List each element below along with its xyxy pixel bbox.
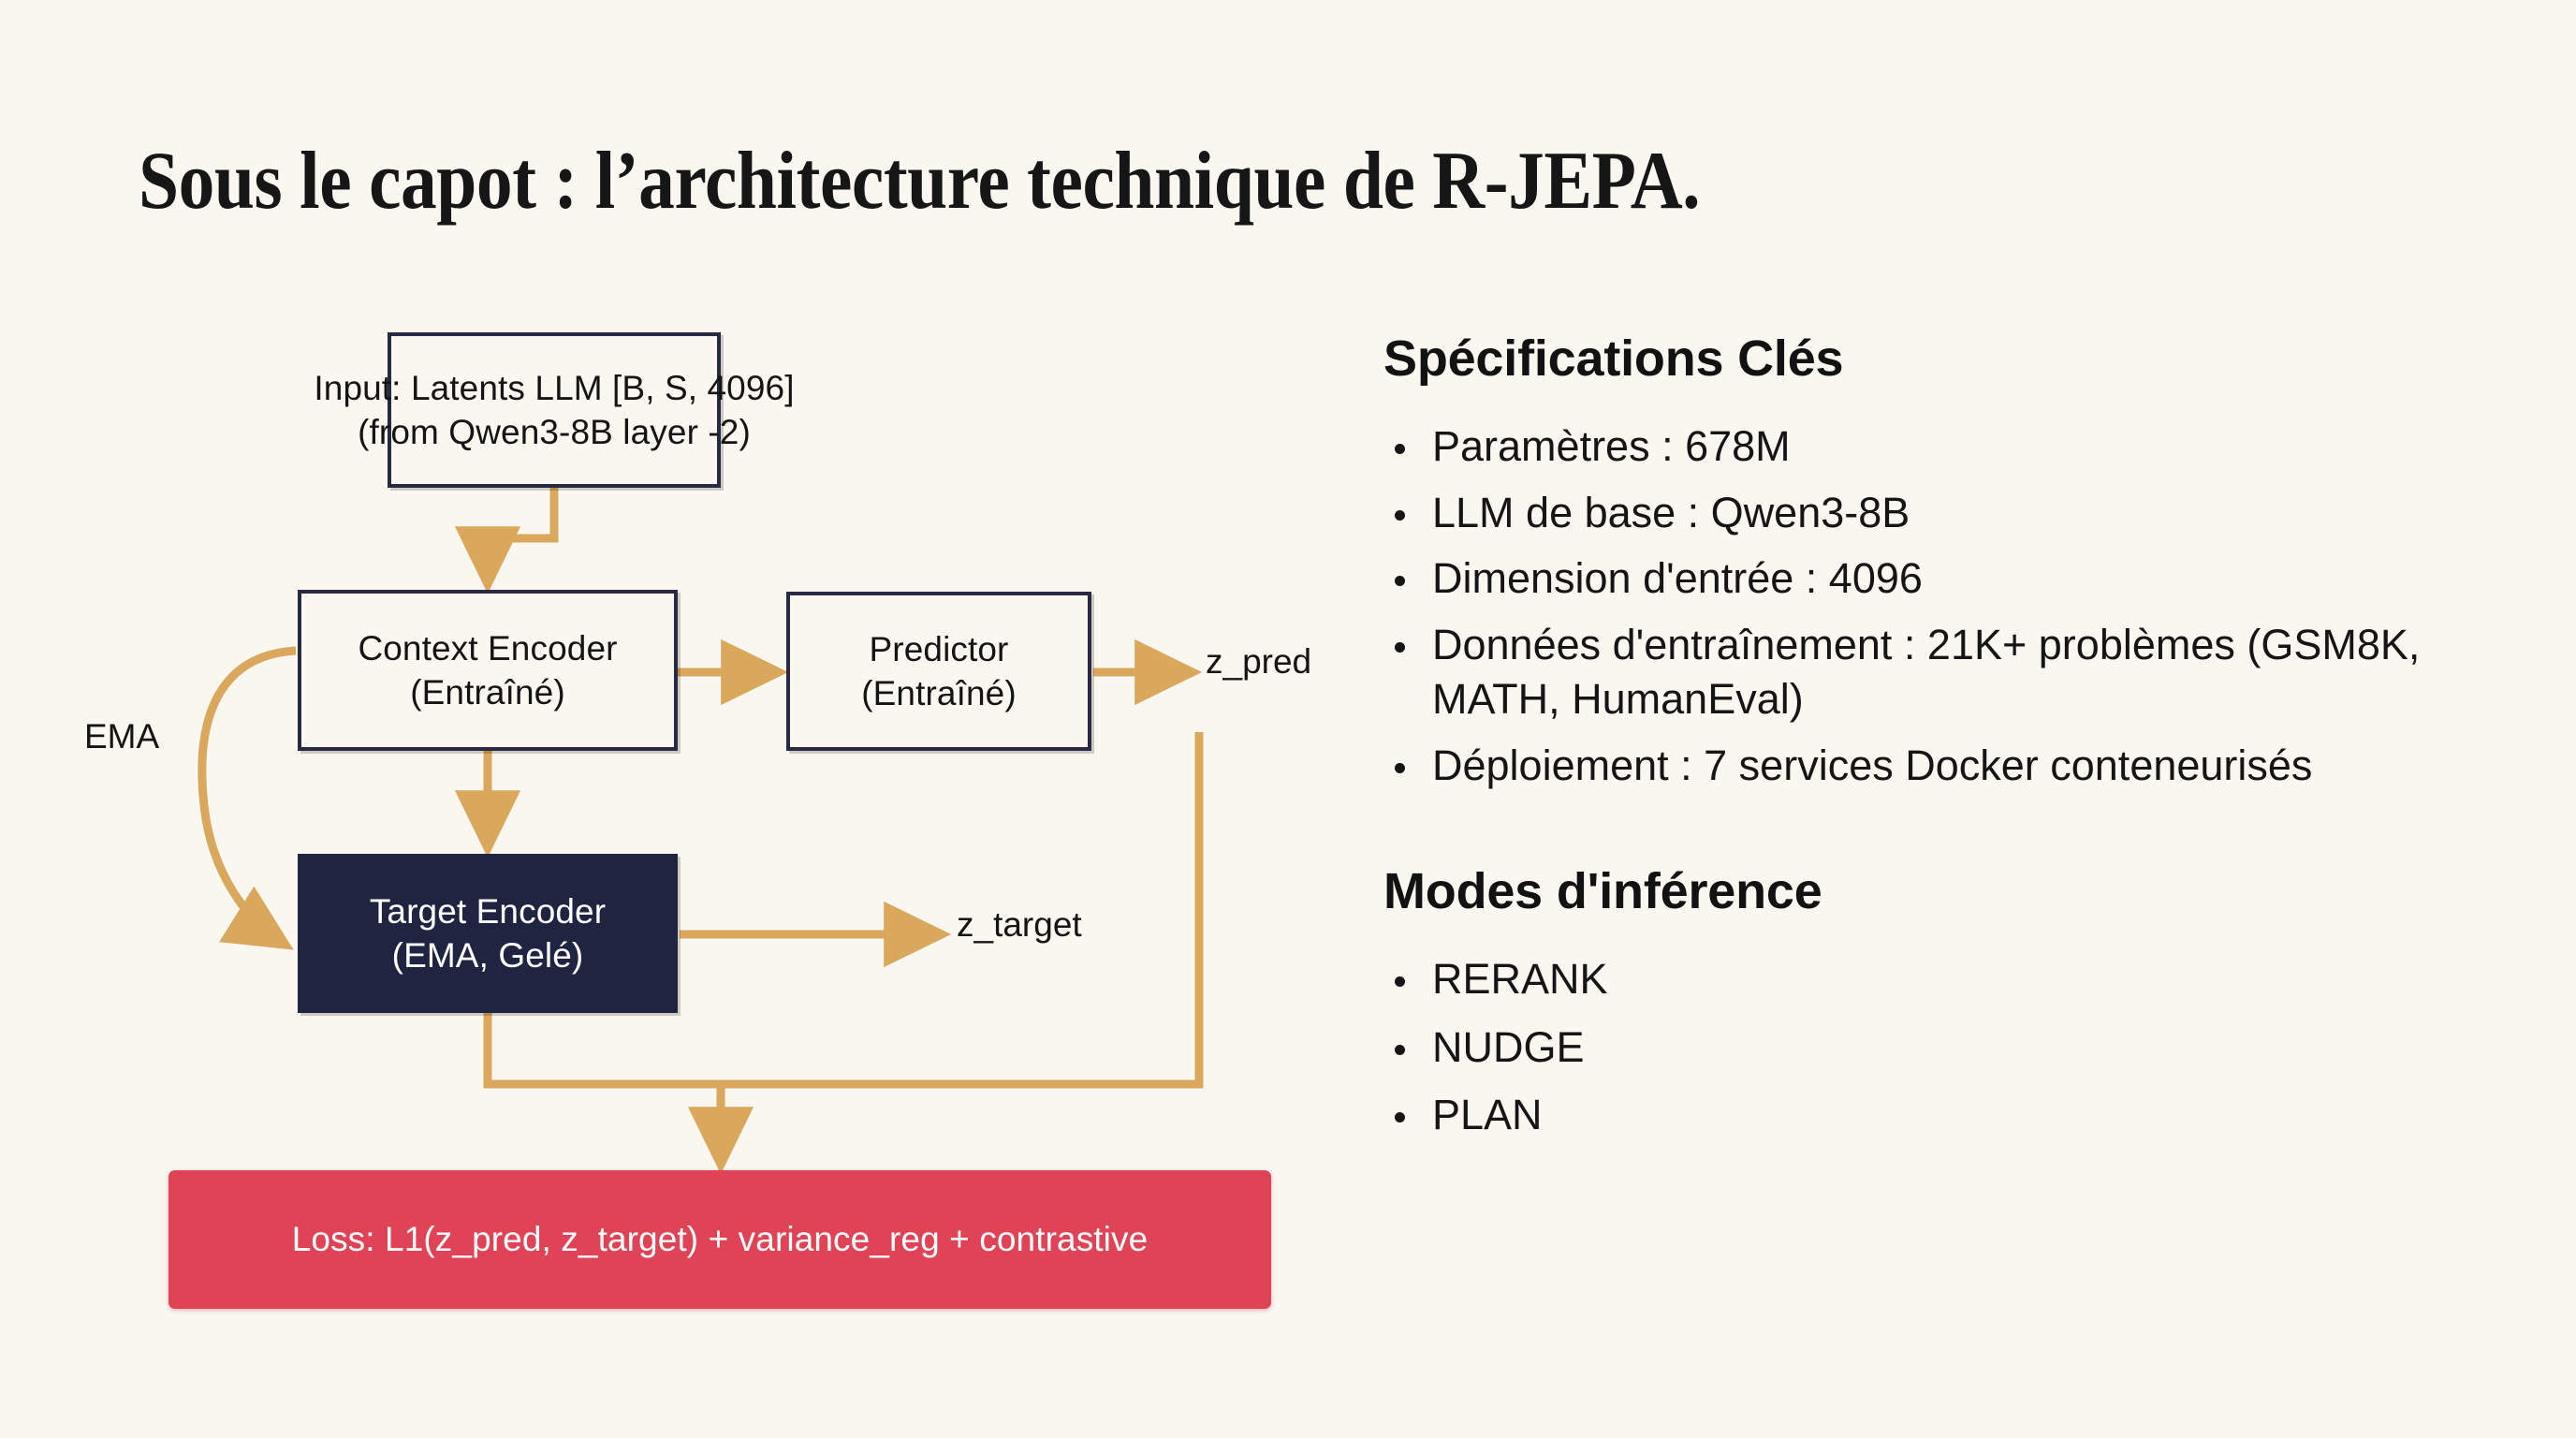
node-predictor-line-1: Predictor	[869, 629, 1009, 668]
edge-label-ema: EMA	[84, 717, 160, 756]
list-item: NUDGE	[1383, 1020, 2507, 1076]
edge-input-to-context	[454, 488, 559, 594]
list-item: Déploiement : 7 services Docker conteneu…	[1383, 739, 2507, 794]
specs-heading: Spécifications Clés	[1383, 330, 1844, 387]
list-item: PLAN	[1383, 1088, 2507, 1143]
diagram-node-input[interactable]: Input: Latents LLM [B, S, 4096] (from Qw…	[314, 332, 795, 488]
node-input-line-2: (from Qwen3-8B layer -2)	[358, 413, 751, 451]
list-item: Dimension d'entrée : 4096	[1383, 551, 2507, 607]
specs-list: Paramètres : 678M LLM de base : Qwen3-8B…	[1383, 419, 2507, 793]
node-target-line-1: Target Encoder	[369, 891, 607, 931]
node-context-line-2: (Entraîné)	[410, 673, 565, 712]
node-target-line-2: (EMA, Gelé)	[391, 936, 584, 975]
modes-heading: Modes d'inférence	[1383, 863, 1822, 919]
list-item: LLM de base : Qwen3-8B	[1383, 486, 2507, 541]
modes-list: RERANK NUDGE PLAN	[1383, 952, 2507, 1143]
edge-label-z-target: z_target	[957, 905, 1082, 944]
node-loss-line-1: Loss: L1(z_pred, z_target) + variance_re…	[291, 1220, 1149, 1259]
edge-label-z-pred: z_pred	[1206, 642, 1312, 681]
architecture-diagram: Input: Latents LLM [B, S, 4096] (from Qw…	[0, 281, 1385, 1386]
list-item: Paramètres : 678M	[1383, 419, 2507, 475]
diagram-node-predictor[interactable]: Predictor (Entraîné)	[786, 592, 1091, 751]
diagram-node-target-encoder[interactable]: Target Encoder (EMA, Gelé)	[298, 854, 678, 1013]
node-input-line-1: Input: Latents LLM [B, S, 4096]	[314, 368, 795, 407]
diagram-node-loss[interactable]: Loss: L1(z_pred, z_target) + variance_re…	[168, 1170, 1271, 1309]
diagram-node-context-encoder[interactable]: Context Encoder (Entraîné)	[298, 590, 678, 751]
specs-panel: Spécifications Clés Paramètres : 678M LL…	[1383, 330, 2507, 1156]
edge-zpred-to-loss-bus	[721, 732, 1204, 1089]
node-predictor-line-2: (Entraîné)	[861, 674, 1017, 712]
node-context-line-1: Context Encoder	[358, 628, 618, 668]
list-item: Données d'entraînement : 21K+ problèmes …	[1383, 618, 2507, 727]
edge-ema-curve	[198, 646, 297, 950]
list-item: RERANK	[1383, 952, 2507, 1007]
page-title: Sous le capot : l’architecture technique…	[139, 136, 1701, 227]
edge-target-to-loss-bus	[483, 1013, 739, 1089]
diagram-connectors	[198, 488, 1204, 1175]
